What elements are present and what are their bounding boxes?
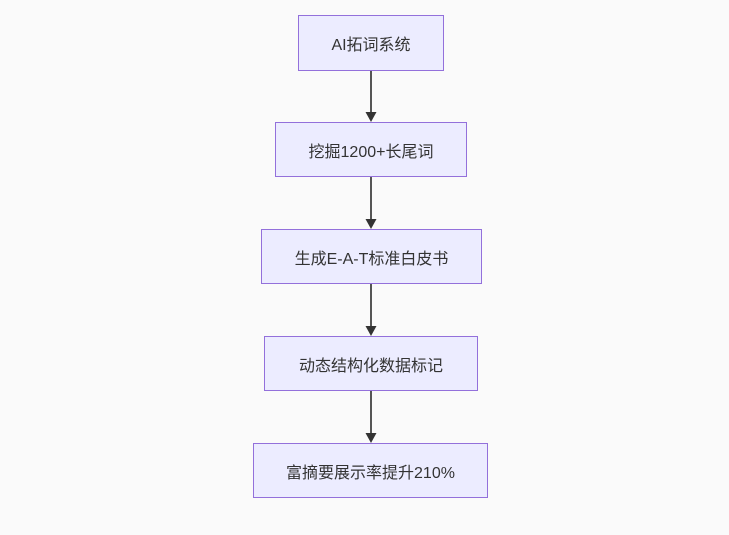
- flow-node-eat-whitepaper: 生成E-A-T标准白皮书: [261, 229, 482, 284]
- arrow-n4-n5: [365, 391, 377, 443]
- arrow-n3-n4: [365, 284, 377, 336]
- flow-node-label: 生成E-A-T标准白皮书: [294, 250, 449, 268]
- flow-node-structured-data: 动态结构化数据标记: [264, 336, 478, 391]
- flow-node-label: AI拓词系统: [331, 37, 411, 54]
- flow-node-label: 挖掘1200+长尾词: [308, 143, 434, 161]
- flow-node-label: 动态结构化数据标记: [298, 357, 443, 375]
- arrow-n2-n3: [365, 177, 377, 229]
- flow-node-ai-word-system: AI拓词系统: [298, 15, 444, 71]
- flow-node-label: 富摘要展示率提升210%: [286, 464, 455, 482]
- arrow-n1-n2: [365, 71, 377, 122]
- flow-node-longtail-mining: 挖掘1200+长尾词: [275, 122, 467, 177]
- flow-node-rich-snippet-result: 富摘要展示率提升210%: [253, 443, 488, 498]
